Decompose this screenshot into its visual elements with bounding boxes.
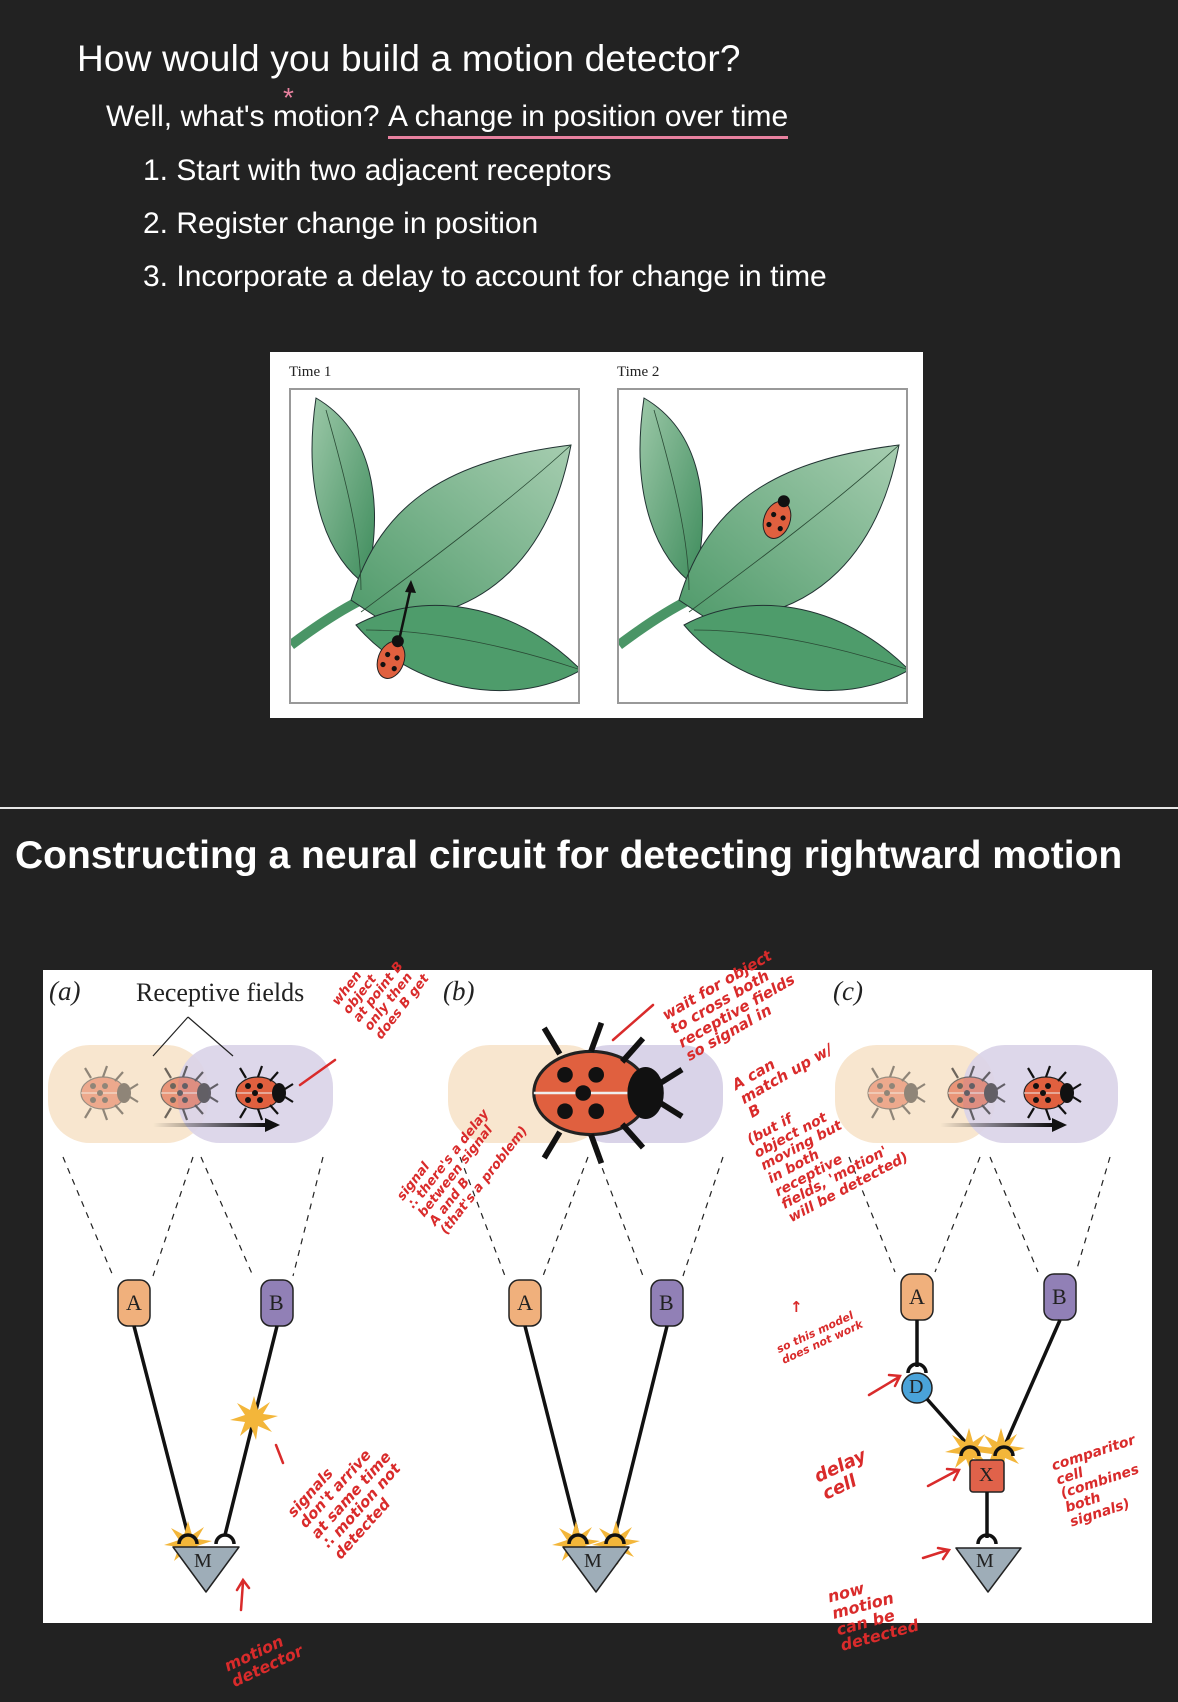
panel-label-a: (a) xyxy=(49,976,81,1006)
step-3: 3. Incorporate a delay to account for ch… xyxy=(143,260,827,293)
node-b-label: B xyxy=(269,1290,284,1315)
annotation-up-arrow: ↑ xyxy=(790,1298,803,1316)
node-m-label: M xyxy=(584,1550,602,1572)
panel-label-c: (c) xyxy=(833,976,863,1006)
ladybug-icon xyxy=(376,635,406,679)
annotation-strokes xyxy=(235,1003,961,1612)
neural-circuit-figure: (a) Receptive fields (b) (c) A B M A B M… xyxy=(43,970,1152,1623)
node-a-label: A xyxy=(517,1290,533,1315)
subtitle-prefix: Well, what's motion? xyxy=(106,100,388,133)
leaf-illustration-time-2 xyxy=(619,397,906,692)
subtitle: Well, what's motion? A change in positio… xyxy=(106,100,789,139)
node-d-label: D xyxy=(909,1376,924,1398)
panel-c xyxy=(835,1045,1118,1593)
node-a-label: A xyxy=(126,1290,142,1315)
panel-b xyxy=(448,1023,724,1593)
asterisk-annotation: * xyxy=(283,82,294,113)
node-b-label: B xyxy=(1052,1284,1067,1309)
slide-divider xyxy=(0,807,1178,809)
node-x-label: X xyxy=(979,1464,994,1486)
ladybug-leaf-figure: Time 1 Time 2 xyxy=(270,352,923,718)
time-1-frame xyxy=(289,388,580,704)
time-2-frame xyxy=(617,388,908,704)
leaf-illustration-time-1 xyxy=(291,397,578,692)
step-2: 2. Register change in position xyxy=(143,207,539,240)
panel-label-time-2: Time 2 xyxy=(617,364,660,380)
node-m-label: M xyxy=(976,1550,994,1572)
ladybug-icon xyxy=(762,495,792,539)
panel-a xyxy=(48,1016,333,1593)
step-1: 1. Start with two adjacent receptors xyxy=(143,154,612,187)
subtitle-highlight: A change in position over time xyxy=(387,100,789,139)
node-a-label: A xyxy=(909,1284,925,1309)
receptive-fields-label: Receptive fields xyxy=(136,978,305,1007)
node-b-label: B xyxy=(659,1290,674,1315)
slide-title-2: Constructing a neural circuit for detect… xyxy=(15,834,1123,877)
node-m-label: M xyxy=(194,1550,212,1572)
panel-label-time-1: Time 1 xyxy=(289,364,332,380)
panel-label-b: (b) xyxy=(443,976,475,1006)
slide-title: How would you build a motion detector? xyxy=(77,38,741,79)
circuit-diagram xyxy=(48,1003,1118,1612)
